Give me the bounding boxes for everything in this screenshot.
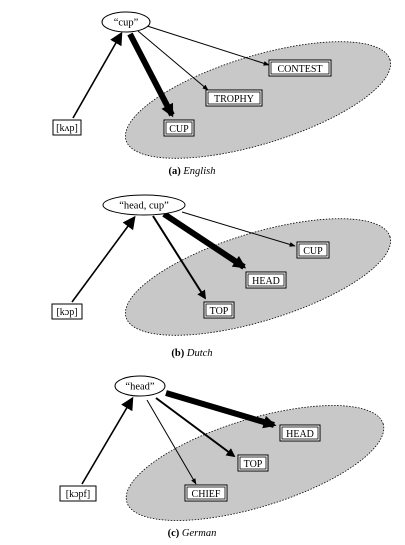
phonology-label: [kɔpf] [66,489,90,500]
phonology-box [59,485,97,502]
word-label: “head” [125,382,154,393]
link-head [165,390,277,429]
panel-english: “cup” [kʌp] CONTEST TROPHY CUP (a) Engli… [52,11,391,177]
concept-box-chief [184,484,228,502]
caption-english: (a) English [169,166,216,177]
phonology-box [52,119,82,136]
concept-box-cup [163,119,195,137]
phonology-box [51,303,83,320]
concept-box-trophy [205,89,263,107]
concept-label-trophy: TROPHY [214,94,254,105]
concept-label-chief: CHIEF [192,489,221,500]
concept-box-cup [296,241,330,259]
concept-label-contest: CONTEST [278,64,323,75]
panel-german: “head” [kɔpf] HEAD TOP CHIEF (c) German [59,375,385,539]
concept-label-cup: CUP [169,124,189,135]
concept-box-top [237,454,269,472]
word-node [101,11,151,33]
concept-box-head [279,424,321,442]
caption-dutch: (b) Dutch [171,348,212,359]
phonology-to-word-arrow [81,396,134,485]
word-node [114,375,166,397]
phonology-to-word-arrow [71,215,136,303]
phonology-label: [kɔp] [56,307,77,318]
link-trophy [137,30,209,91]
link-cup [181,211,296,247]
word-label: “head, cup” [119,201,169,212]
concept-label-head: HEAD [252,276,280,287]
phonology-label: [kʌp] [56,123,78,134]
concept-label-head: HEAD [286,429,314,440]
concept-label-top: TOP [210,306,229,317]
concept-box-head [245,271,287,289]
word-node [102,194,186,216]
word-label: “cup” [114,18,139,29]
phonology-to-word-arrow [72,31,123,119]
concept-box-top [203,301,235,319]
link-head [162,211,247,270]
link-cup [127,32,175,118]
link-top [152,215,206,300]
concept-box-contest [268,59,332,77]
link-chief [146,399,197,485]
caption-german: (c) German [168,528,217,539]
concept-label-top: TOP [244,459,263,470]
link-top [155,397,236,458]
panel-dutch: “head, cup” [kɔp] CUP HEAD TOP (b) Dutch [51,194,391,359]
concept-label-cup: CUP [303,246,323,257]
link-contest [143,24,270,66]
